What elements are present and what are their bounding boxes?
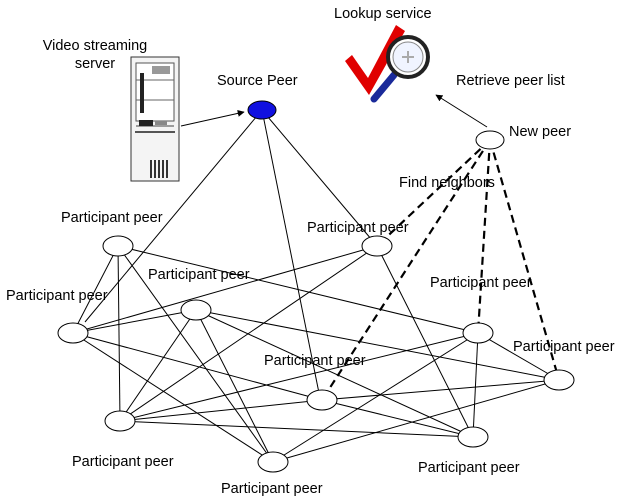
peer-nodes: [57, 100, 575, 473]
participant-peer-node: [57, 322, 89, 344]
participant-peer-label: Participant peer: [61, 210, 163, 226]
lookup-service-label: Lookup service: [334, 6, 432, 22]
check-mark-icon: [345, 25, 405, 95]
participant-peer-label: Participant peer: [513, 339, 615, 355]
participant-peer-node: [361, 235, 393, 257]
retrieve-peer-list-label: Retrieve peer list: [456, 73, 565, 89]
participant-peer-label: Participant peer: [418, 460, 520, 476]
solid-edges: [72, 94, 560, 463]
participant-peer-label: Participant peer: [430, 275, 532, 291]
new-peer-label: New peer: [509, 124, 572, 140]
participant-peer-node: [257, 451, 289, 473]
participant-peer-node: [104, 410, 136, 432]
participant-peer-node: [102, 235, 134, 257]
participant-peer-label: Participant peer: [72, 454, 174, 470]
participant-peer-label: Participant peer: [221, 481, 323, 497]
magnifier-icon: [370, 35, 430, 103]
video-server-label-line2: server: [74, 56, 116, 72]
find-neighbors-label: Find neighbors: [399, 175, 495, 191]
participant-peer-label: Participant peer: [148, 267, 250, 283]
participant-peer-label: Participant peer: [307, 220, 409, 236]
participant-peer-node: [462, 322, 494, 344]
find-neighbor-edges: [321, 139, 561, 401]
video-server-label-line1: Video streaming: [42, 38, 148, 54]
participant-peer-node: [457, 426, 489, 448]
participant-peer-label: Participant peer: [6, 288, 108, 304]
source-peer-node: [247, 100, 277, 120]
participant-peer-node: [306, 389, 338, 411]
participant-peer-node: [180, 299, 212, 321]
participant-peer-label: Participant peer: [264, 353, 366, 369]
server-icon: [130, 56, 180, 182]
source-peer-label: Source Peer: [217, 73, 298, 89]
new-peer-node: [475, 130, 505, 150]
participant-peer-node: [543, 369, 575, 391]
